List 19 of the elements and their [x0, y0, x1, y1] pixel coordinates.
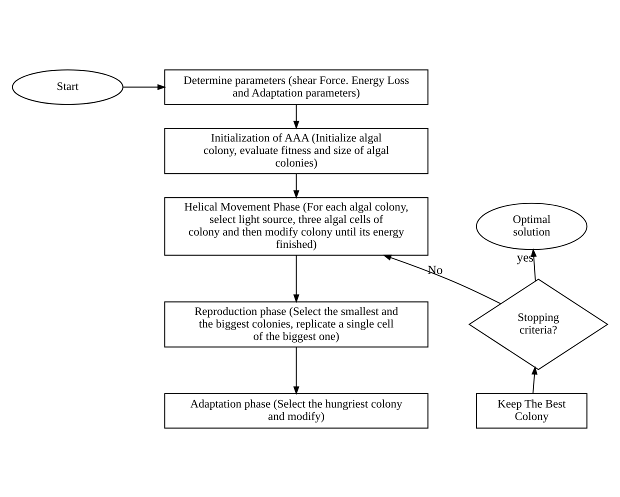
node-box: Adaptation phase (Select the hungriest colony and modify)	[164, 392, 428, 428]
edge-label: No	[428, 262, 443, 276]
node-box: Initialization of AAA (Initialize algal colony, evaluate fitness and size of algal colonies)	[164, 127, 428, 174]
arrow	[530, 248, 537, 281]
arrow	[122, 84, 166, 90]
node-ellipse: Optimal solution	[476, 202, 588, 250]
node-box: Reproduction phase (Select the smallest and the biggest colonies, replicate a single cell of the biggest one)	[164, 300, 428, 347]
arrow	[293, 172, 300, 198]
arrow	[382, 254, 502, 304]
arrow	[293, 346, 300, 394]
node-box: Helical Movement Phase (For each algal colony, select light source, three algal cells of colony and then modify colony until its energy finished)	[164, 196, 428, 256]
edge-label: yes	[516, 250, 534, 264]
arrow	[293, 254, 300, 303]
node-box: Determine parameters (shear Force. Energy Loss and Adaptation parameters)	[164, 68, 428, 104]
arrow	[293, 104, 300, 129]
node-box: Keep The Best Colony	[476, 392, 588, 428]
arrow	[531, 365, 538, 394]
node-diamond: Stopping criteria?	[468, 278, 608, 370]
node-ellipse: Start	[12, 68, 124, 104]
